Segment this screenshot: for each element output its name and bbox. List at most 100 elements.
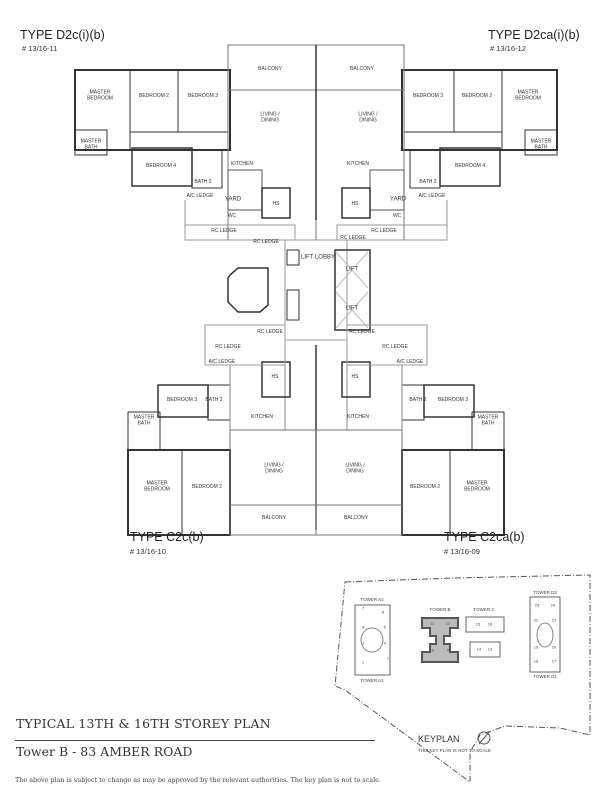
plan-subtitle: Tower B - 83 AMBER ROAD: [16, 744, 193, 759]
ac-ledge: A/C LEDGE: [396, 359, 424, 366]
room-yard: YARD: [224, 196, 242, 203]
keyplan-unit-number: 8: [381, 609, 385, 615]
lift-2: LIFT: [345, 305, 359, 312]
rc-ledge: RC LEDGE: [253, 239, 279, 246]
unit-type-top-right: TYPE D2ca(i)(b): [488, 28, 580, 42]
keyplan-unit-number: 11: [429, 620, 435, 626]
keyplan-unit-number: 16: [487, 621, 493, 627]
room-master-bedroom: MASTER BEDROOM: [515, 89, 541, 101]
room-living-dining: LIVING / DINING: [358, 111, 378, 123]
room-bath-2: BATH 2: [194, 179, 212, 186]
keyplan-unit-number: 10: [429, 647, 435, 653]
rc-ledge: RC LEDGE: [371, 228, 397, 235]
disclaimer: The above plan is subject to change as m…: [15, 776, 381, 784]
rc-ledge: RC LEDGE: [211, 228, 237, 235]
lift-lobby: LIFT LOBBY: [301, 254, 335, 261]
keyplan-tower-b: TOWER B: [429, 607, 451, 612]
ac-ledge: A/C LEDGE: [186, 193, 214, 200]
room-bedroom-3: BEDROOM 3: [437, 397, 469, 404]
room-bedroom-2: BEDROOM 2: [138, 93, 170, 100]
unit-number-bottom-right: # 13/16-09: [444, 547, 480, 556]
room-bedroom-4: BEDROOM 4: [454, 163, 486, 170]
keyplan-unit-number: 3: [361, 640, 365, 646]
room-balcony: BALCONY: [344, 515, 368, 522]
keyplan-drawing: [334, 574, 591, 783]
room-hs: HS: [351, 201, 359, 208]
room-wc: WC: [227, 213, 237, 220]
rc-ledge: RC LEDGE: [340, 235, 366, 242]
room-bedroom-4: BEDROOM 4: [145, 163, 177, 170]
room-bath-2: BATH 2: [205, 397, 223, 404]
room-master-bath: MASTER BATH: [477, 414, 499, 426]
keyplan-tower-d1: TOWER D1: [533, 674, 557, 679]
keyplan-unit-number: 1: [386, 655, 390, 661]
room-master-bath: MASTER BATH: [530, 138, 552, 150]
room-living-dining: LIVING / DINING: [260, 111, 280, 123]
keyplan-unit-number: 2: [361, 659, 365, 665]
keyplan-unit-number: 23: [534, 602, 540, 608]
keyplan-unit-number: 12: [445, 620, 451, 626]
room-bedroom-3: BEDROOM 3: [412, 93, 444, 100]
unit-type-top-left: TYPE D2c(i)(b): [20, 28, 105, 42]
room-hs: HS: [272, 201, 280, 208]
room-bath-2: BATH 2: [419, 179, 437, 186]
keyplan-unit-number: 22: [533, 617, 539, 623]
room-kitchen: KITCHEN: [347, 414, 369, 421]
room-kitchen: KITCHEN: [251, 414, 273, 421]
keyplan-unit-number: 7: [361, 605, 365, 611]
keyplan-unit-number: 15: [475, 621, 481, 627]
room-yard: YARD: [389, 196, 407, 203]
room-bedroom-2: BEDROOM 2: [191, 484, 223, 491]
room-master-bath: MASTER BATH: [80, 138, 102, 150]
bottom-left-unit-walls: [127, 324, 317, 536]
keyplan-unit-number: 9: [446, 647, 450, 653]
room-living-dining: LIVING / DINING: [345, 462, 365, 474]
room-bedroom-3: BEDROOM 3: [187, 93, 219, 100]
keyplan-unit-number: 18: [533, 658, 539, 664]
keyplan-tower-a1: TOWER A1: [360, 678, 384, 683]
room-master-bath: MASTER BATH: [133, 414, 155, 426]
keyplan-unit-number: 19: [533, 644, 539, 650]
room-bedroom-2: BEDROOM 2: [461, 93, 493, 100]
keyplan-unit-number: 20: [551, 644, 557, 650]
keyplan-tower-a2: TOWER A2: [360, 597, 384, 602]
room-balcony: BALCONY: [258, 66, 282, 73]
top-left-unit-walls: [74, 44, 317, 241]
ac-ledge: A/C LEDGE: [418, 193, 446, 200]
room-bath-2: BATH 2: [409, 397, 427, 404]
unit-number-bottom-left: # 13/16-10: [130, 547, 166, 556]
room-kitchen: KITCHEN: [347, 161, 369, 168]
title-divider: [15, 740, 375, 741]
unit-number-top-left: # 13/16-11: [22, 44, 58, 53]
room-bedroom-3: BEDROOM 3: [166, 397, 198, 404]
keyplan-note: THIS KEY PLAN IS NOT TO SCALE: [418, 748, 491, 753]
room-master-bedroom: MASTER BEDROOM: [144, 480, 170, 492]
keyplan-unit-number: 14: [476, 646, 482, 652]
keyplan-unit-number: 13: [487, 646, 493, 652]
unit-type-bottom-left: TYPE C2c(b): [130, 530, 204, 544]
keyplan-title: KEYPLAN: [418, 734, 460, 744]
room-hs: HS: [351, 374, 359, 381]
plan-title: TYPICAL 13TH & 16TH STOREY PLAN: [16, 716, 271, 731]
keyplan-tower-d2: TOWER D2: [533, 590, 557, 595]
unit-type-bottom-right: TYPE C2ca(b): [444, 530, 525, 544]
keyplan-unit-number: 6: [361, 624, 365, 630]
bottom-right-unit-walls: [315, 324, 505, 536]
room-living-dining: LIVING / DINING: [264, 462, 284, 474]
room-wc: WC: [392, 213, 402, 220]
core-walls: [227, 45, 371, 530]
room-kitchen: KITCHEN: [231, 161, 253, 168]
room-master-bedroom: MASTER BEDROOM: [464, 480, 490, 492]
keyplan-unit-number: 24: [550, 602, 556, 608]
room-hs: HS: [271, 374, 279, 381]
keyplan-unit-number: 4: [383, 640, 387, 646]
room-master-bedroom: MASTER BEDROOM: [87, 89, 113, 101]
room-bedroom-2: BEDROOM 2: [409, 484, 441, 491]
room-balcony: BALCONY: [350, 66, 374, 73]
room-balcony: BALCONY: [262, 515, 286, 522]
rc-ledge: RC LEDGE: [215, 344, 241, 351]
rc-ledge: RC LEDGE: [382, 344, 408, 351]
keyplan-unit-number: 5: [383, 624, 387, 630]
